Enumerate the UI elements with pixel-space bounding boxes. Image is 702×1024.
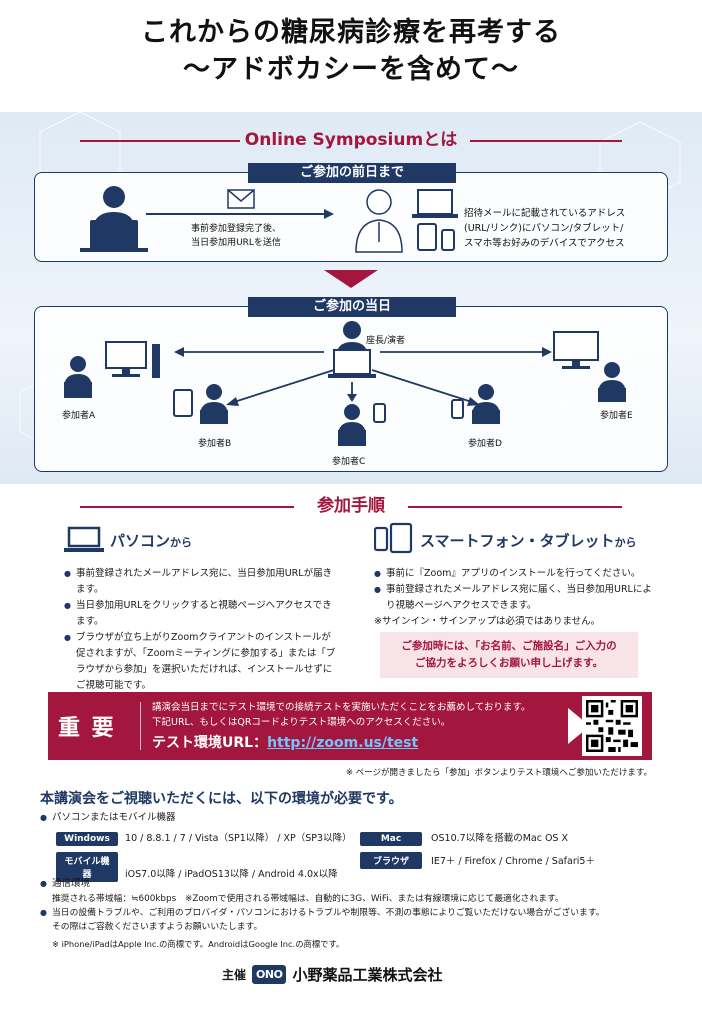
network-text: 推奨される帯域幅：≒600kbps ※Zoomで使用される帯域幅は、自動的に3G… — [52, 894, 564, 904]
participant-c-label: 参加者C — [332, 457, 366, 467]
test-url-link[interactable]: http://zoom.us/test — [267, 735, 419, 751]
browser-value: IE7＋ / Firefox / Chrome / Safari5＋ — [431, 856, 595, 867]
before-desc-1: 招待メールに記載されているアドレス — [464, 208, 626, 219]
participant-d-icon — [451, 384, 500, 424]
participant-e-label: 参加者E — [600, 411, 633, 421]
important-text: 講演会当日までにテスト環境での接続テストを実施いただくことをお薦めしております。… — [152, 700, 562, 730]
env-row-mobile: モバイル機器 iOS7.0以降 / iPadOS13以降 / Android 4… — [56, 852, 338, 882]
before-day-illustration — [80, 186, 458, 253]
env-row-mac: Mac OS10.7以降を搭載のMac OS X — [360, 830, 568, 846]
chevron-down-icon — [324, 270, 378, 288]
trouble-text-1: 当日の設備トラブルや、ご利用のプロバイダ・パソコンにおけるトラブルや制限等、不測… — [52, 908, 605, 918]
arrow-right-icon — [568, 708, 590, 744]
participant-e-icon — [553, 331, 626, 402]
before-arrow-text-2: 当日参加用URLを送信 — [191, 238, 281, 248]
qr-code-icon — [586, 700, 638, 752]
trademark-note: ※ iPhone/iPadはApple Inc.の商標です。AndroidはGo… — [52, 939, 345, 949]
sponsor: 主催 ONO 小野薬品工業株式会社 — [222, 964, 442, 985]
sp-title-main: スマートフォン・タブレット — [420, 532, 615, 550]
mac-tag: Mac — [360, 832, 422, 846]
mobile-value: iOS7.0以降 / iPadOS13以降 / Android 4.0x以降 — [125, 869, 338, 880]
smartphone-tablet-icon — [374, 522, 413, 554]
browser-tag: ブラウザ — [360, 852, 422, 869]
pc-step-1: 事前登録されたメールアドレス宛に、当日参加用URLが届きます。 — [64, 566, 340, 598]
devices-icon — [412, 189, 458, 251]
speaker-label: 座長/演者 — [366, 336, 406, 346]
speaker-icon — [328, 321, 376, 378]
device-label: パソコンまたはモバイル機器 — [40, 810, 176, 826]
procedure-heading-text: 参加手順 — [317, 496, 385, 516]
ono-logo: ONO — [252, 965, 287, 984]
procedure-heading: 参加手順 — [0, 494, 702, 518]
participant-b-label: 参加者B — [198, 439, 232, 449]
day-of-illustration — [64, 321, 626, 446]
trouble-text: 当日の設備トラブルや、ご利用のプロバイダ・パソコンにおけるトラブルや制限等、不測… — [40, 906, 650, 934]
windows-tag: Windows — [56, 832, 118, 846]
mac-value: OS10.7以降を搭載のMac OS X — [431, 833, 568, 844]
sp-step-1: 事前に『Zoom』アプリのインストールを行ってください。 — [374, 566, 660, 582]
participant-b-icon — [173, 384, 228, 424]
before-desc-3: スマホ等お好みのデバイスでアクセス — [464, 238, 625, 249]
environment-heading: 本講演会をご視聴いただくには、以下の環境が必要です。 — [40, 791, 403, 807]
sp-note: ※サインイン・サインアップは必須ではありません。 — [374, 616, 601, 627]
mail-icon — [227, 189, 255, 209]
page-title: これからの糖尿病診療を再考する 〜アドボカシーを含めて〜 — [0, 14, 702, 88]
qr-code[interactable] — [582, 696, 642, 756]
before-day-box — [34, 172, 668, 262]
pc-step-2: 当日参加用URLをクリックすると視聴ページへアクセスできます。 — [64, 598, 340, 630]
windows-value: 10 / 8.8.1 / 7 / Vista（SP1以降） / XP（SP3以降… — [125, 833, 352, 844]
important-banner: 重 要 講演会当日までにテスト環境での接続テストを実施いただくことをお薦めしてお… — [48, 692, 652, 760]
sp-instructions: 事前に『Zoom』アプリのインストールを行ってください。 事前登録されたメールア… — [374, 566, 660, 630]
pc-title: パソコンから — [110, 530, 192, 551]
sp-title: スマートフォン・タブレットから — [420, 530, 637, 551]
pc-title-main: パソコン — [110, 532, 171, 550]
participant-d-label: 参加者D — [468, 439, 502, 449]
important-text-1: 講演会当日までにテスト環境での接続テストを実施いただくことをお薦めしております。 — [152, 702, 531, 713]
participant-c-icon — [338, 403, 386, 446]
env-row-windows: Windows 10 / 8.8.1 / 7 / Vista（SP1以降） / … — [56, 830, 352, 846]
trouble-text-2: その際はご容赦くださいますようお願いいたします。 — [52, 922, 263, 932]
before-arrow-text-1: 事前参加登録完了後、 — [190, 224, 281, 234]
important-footnote: ※ ページが開きましたら「参加」ボタンよりテスト環境へご参加いただけます。 — [345, 768, 652, 778]
symposium-heading: Online Symposiumとは — [0, 128, 702, 152]
test-url-line: テスト環境URL：http://zoom.us/test — [152, 732, 418, 752]
callout-line-1: ご参加時には、「お名前、ご施設名」ご入力の — [401, 640, 617, 652]
network-label: 通信環境 — [40, 876, 90, 892]
pc-instructions: 事前登録されたメールアドレス宛に、当日参加用URLが届きます。 当日参加用URL… — [64, 566, 340, 694]
sponsor-company: 小野薬品工業株式会社 — [292, 966, 443, 984]
title-line-2: 〜アドボカシーを含めて〜 — [183, 54, 519, 85]
before-day-tag: ご参加の前日まで — [248, 163, 456, 183]
before-desc-2: (URL/リンク)にパソコン/タブレット/ — [464, 223, 624, 234]
name-request-callout: ご参加時には、「お名前、ご施設名」ご入力の ご協力をよろしくお願い申し上げます。 — [380, 632, 638, 678]
pc-title-suffix: から — [170, 536, 193, 549]
sponsor-label: 主催 — [222, 968, 247, 982]
sp-step-2: 事前登録されたメールアドレス宛に届く、当日参加用URLにより視聴ページへアクセス… — [374, 582, 660, 614]
test-url-label: テスト環境URL： — [152, 735, 268, 751]
day-of-tag: ご参加の当日 — [248, 297, 456, 317]
participant-a-label: 参加者A — [62, 411, 96, 421]
before-arrow-text: 事前参加登録完了後、 当日参加用URLを送信 — [176, 222, 296, 250]
title-line-1: これからの糖尿病診療を再考する — [141, 17, 561, 48]
env-row-browser: ブラウザ IE7＋ / Firefox / Chrome / Safari5＋ — [360, 852, 595, 869]
doctor-icon — [355, 189, 403, 253]
participant-a-icon — [64, 341, 160, 398]
symposium-heading-text: Online Symposiumとは — [244, 130, 458, 150]
pc-step-3: ブラウザが立ち上がりZoomクライアントのインストールが促されますが、「Zoom… — [64, 630, 340, 694]
callout-line-2: ご協力をよろしくお願い申し上げます。 — [415, 657, 603, 669]
organizer-icon — [80, 186, 148, 252]
important-text-2: 下記URL、もしくはQRコードよりテスト環境へのアクセスください。 — [152, 717, 451, 728]
laptop-icon — [64, 526, 104, 552]
before-description: 招待メールに記載されているアドレス (URL/リンク)にパソコン/タブレット/ … — [464, 206, 654, 251]
sp-title-suffix: から — [614, 536, 637, 549]
important-label: 重 要 — [58, 716, 116, 741]
